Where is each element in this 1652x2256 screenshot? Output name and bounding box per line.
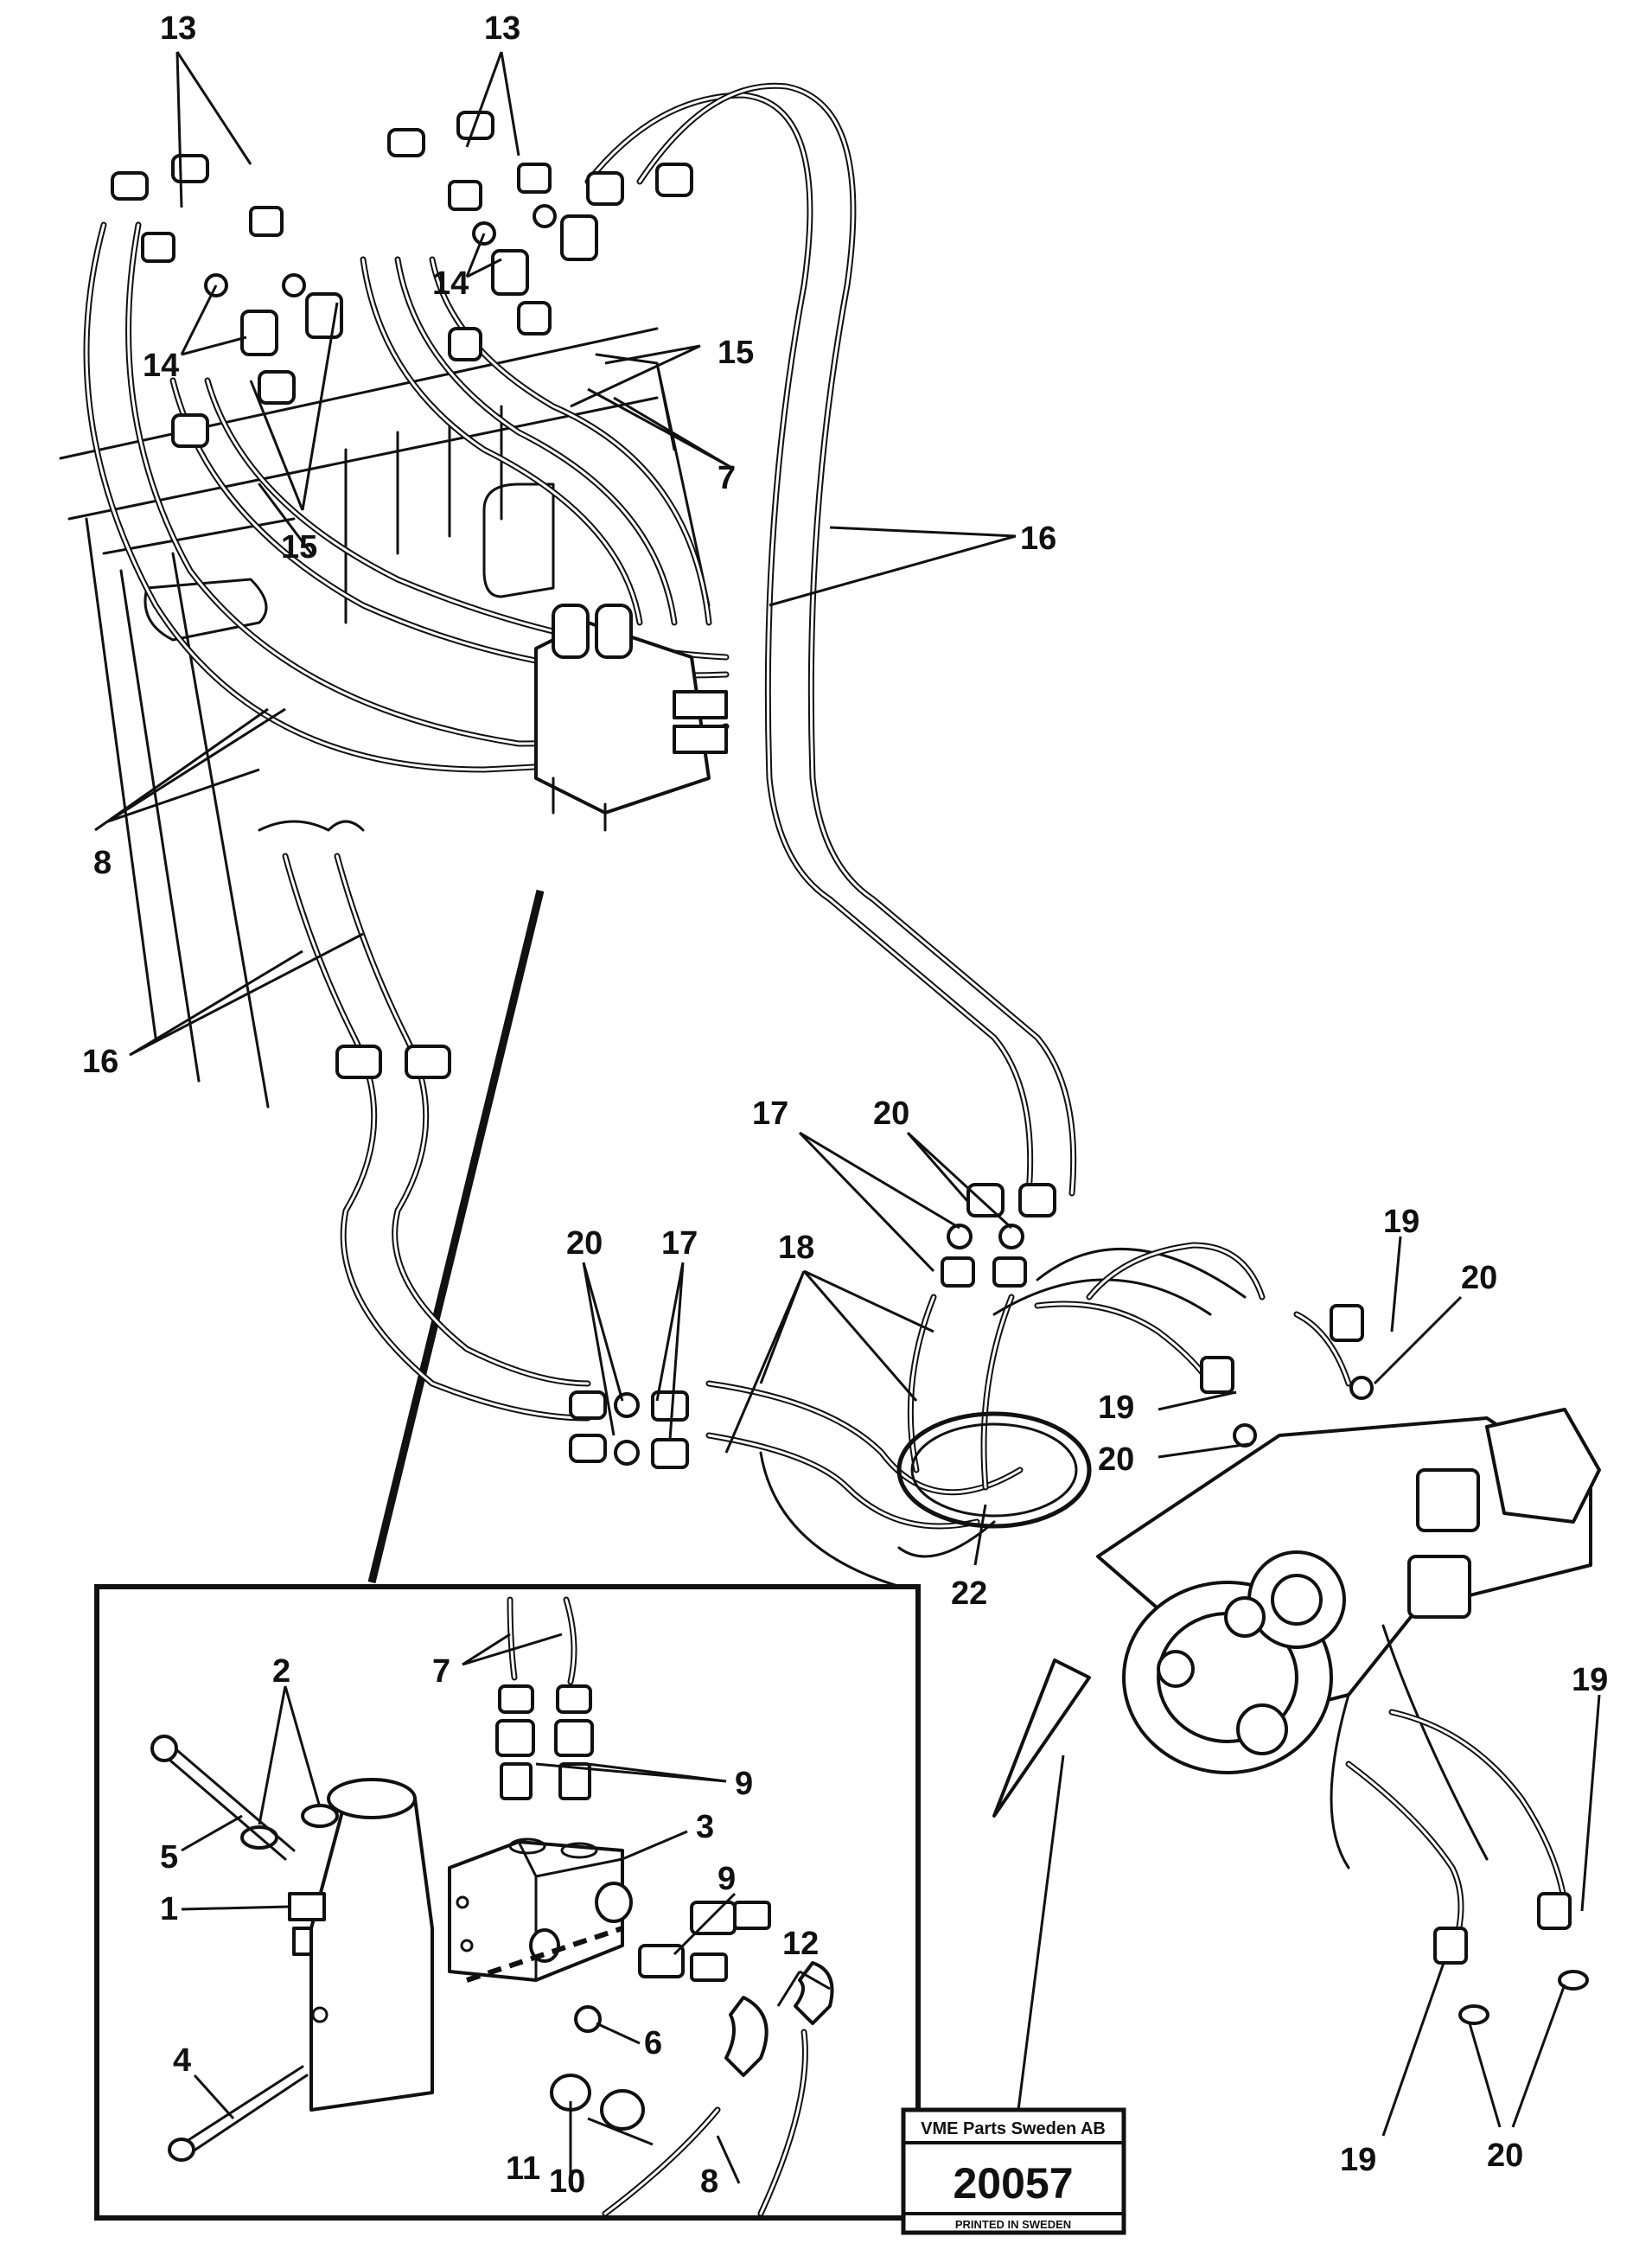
cabin-frame bbox=[59, 327, 711, 1109]
hose-7-pair bbox=[360, 256, 712, 626]
callout-20: 20 bbox=[1098, 1441, 1134, 1478]
pump-assembly bbox=[992, 1408, 1601, 1869]
callout-8: 8 bbox=[700, 2163, 718, 2200]
callout-17: 17 bbox=[752, 1096, 788, 1132]
callout-13: 13 bbox=[484, 10, 520, 47]
callout-5: 5 bbox=[160, 1839, 178, 1876]
callout-19: 19 bbox=[1340, 2142, 1376, 2178]
callout-20: 20 bbox=[1487, 2138, 1523, 2174]
callout-7: 7 bbox=[432, 1653, 450, 1690]
callout-2: 2 bbox=[272, 1653, 290, 1690]
parts-stamp: VME Parts Sweden AB 20057 PRINTED IN SWE… bbox=[901, 2107, 1126, 2235]
callout-3: 3 bbox=[696, 1809, 714, 1845]
hose-16-upper-loop bbox=[584, 82, 1077, 1197]
callout-18: 18 bbox=[778, 1230, 814, 1266]
callout-16: 16 bbox=[82, 1044, 118, 1080]
stamp-number: 20057 bbox=[953, 2159, 1073, 2208]
right-pipes bbox=[1034, 1242, 1589, 2025]
callout-4: 4 bbox=[173, 2042, 191, 2079]
callout-19: 19 bbox=[1098, 1390, 1134, 1426]
leader-lines bbox=[94, 51, 1601, 2184]
callout-1: 1 bbox=[160, 1891, 178, 1927]
callout-14: 14 bbox=[432, 265, 469, 302]
control-valve bbox=[534, 604, 728, 832]
callout-20: 20 bbox=[566, 1225, 603, 1262]
inset-detail bbox=[94, 1584, 921, 2221]
callout-15: 15 bbox=[718, 335, 754, 371]
callout-15: 15 bbox=[281, 529, 317, 566]
stamp-company: VME Parts Sweden AB bbox=[921, 2119, 1106, 2138]
callout-12: 12 bbox=[782, 1926, 819, 1962]
callout-11: 11 bbox=[506, 2151, 540, 2187]
callout-17: 17 bbox=[661, 1225, 698, 1262]
callout-8: 8 bbox=[93, 845, 112, 881]
callout-20: 20 bbox=[1461, 1260, 1497, 1296]
hose-16-lower-pair bbox=[282, 853, 591, 1422]
callout-9: 9 bbox=[718, 1861, 736, 1897]
callout-6: 6 bbox=[644, 2025, 662, 2061]
callout-19: 19 bbox=[1383, 1204, 1419, 1240]
inset-pointer-line bbox=[367, 889, 545, 1584]
callout-13: 13 bbox=[160, 10, 196, 47]
callout-10: 10 bbox=[549, 2163, 585, 2200]
hose-18-group bbox=[705, 1248, 1247, 1530]
middle-fittings bbox=[335, 1045, 1056, 1469]
callout-14: 14 bbox=[143, 348, 179, 384]
callout-20: 20 bbox=[873, 1096, 909, 1132]
callout-22: 22 bbox=[951, 1575, 987, 1612]
callout-16: 16 bbox=[1020, 521, 1056, 557]
callout-9: 9 bbox=[735, 1766, 753, 1802]
stamp-printed: PRINTED IN SWEDEN bbox=[955, 2218, 1071, 2231]
grommet-ring-22 bbox=[759, 1411, 1092, 1593]
callout-19: 19 bbox=[1572, 1662, 1608, 1698]
callout-7: 7 bbox=[718, 460, 736, 496]
callout-labels: 13 13 14 14 15 15 7 16 8 16 17 20 20 17 … bbox=[82, 10, 1608, 2200]
